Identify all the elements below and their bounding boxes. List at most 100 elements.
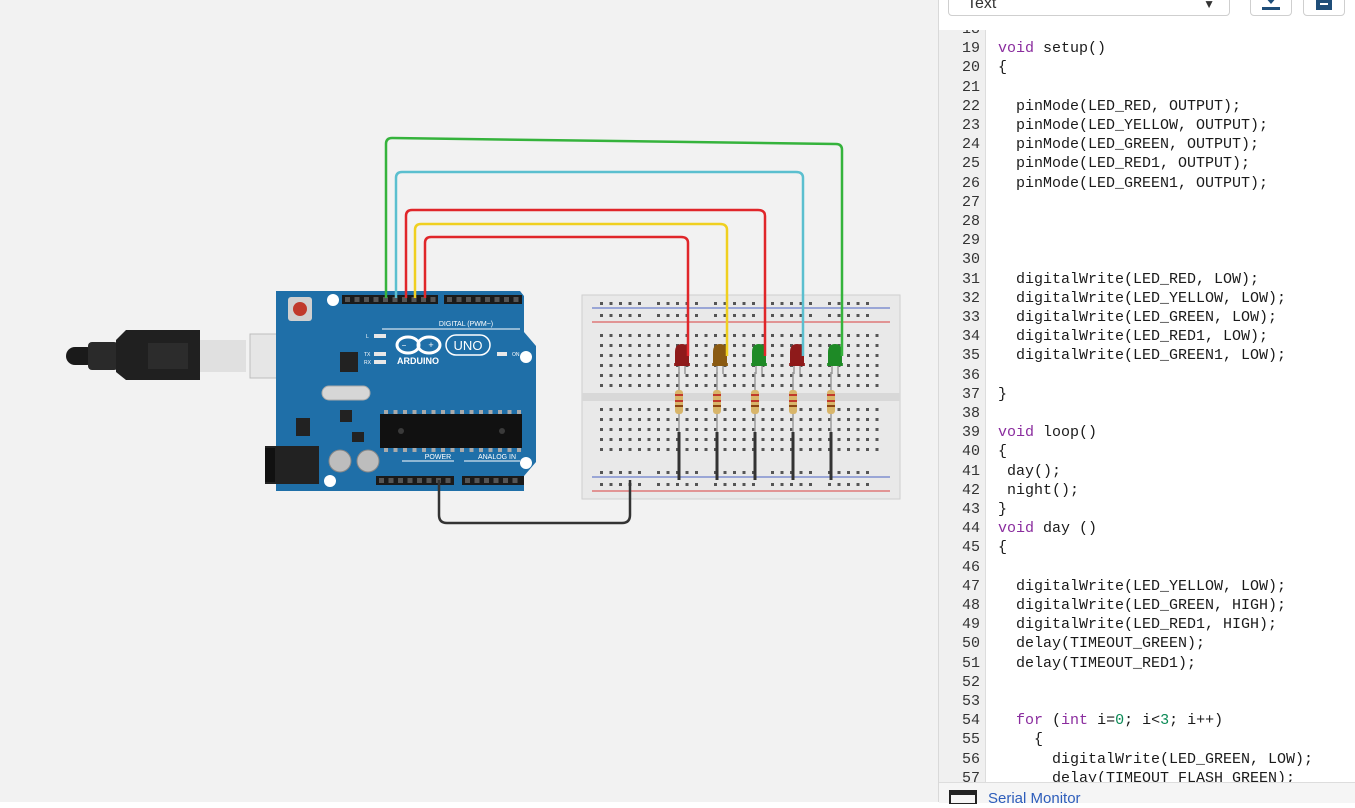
code-line[interactable]: 54 for (int i=0; i<3; i++) [939, 711, 1355, 730]
code-line[interactable]: 47 digitalWrite(LED_YELLOW, LOW); [939, 577, 1355, 596]
code-line[interactable]: 53 [939, 692, 1355, 711]
code-line[interactable]: 18 [939, 30, 1355, 39]
code-text: void setup() [998, 40, 1107, 58]
code-line[interactable]: 33 digitalWrite(LED_GREEN, LOW); [939, 308, 1355, 327]
line-number: 22 [961, 97, 980, 115]
circuit-diagram[interactable]: DIGITAL (PWM~) − + ARDUINO UNO ON L TX R… [0, 0, 938, 802]
line-number: 28 [961, 213, 980, 230]
serial-monitor-icon [949, 790, 977, 804]
upload-button[interactable] [1303, 0, 1345, 16]
serial-monitor-button[interactable]: Serial Monitor [988, 790, 1081, 807]
line-number: 34 [961, 328, 980, 346]
code-toolbar: Text ▼ [939, 0, 1355, 30]
code-text: day(); [998, 462, 1062, 480]
code-line[interactable]: 34 digitalWrite(LED_RED1, LOW); [939, 327, 1355, 346]
line-number: 23 [961, 117, 980, 134]
digital-header[interactable] [342, 295, 522, 304]
code-line[interactable]: 20{ [939, 58, 1355, 77]
code-line[interactable]: 26 pinMode(LED_GREEN1, OUTPUT); [939, 174, 1355, 193]
code-line[interactable]: 25 pinMode(LED_RED1, OUTPUT); [939, 154, 1355, 173]
led-green1[interactable] [827, 344, 843, 374]
arduino-uno-board[interactable]: DIGITAL (PWM~) − + ARDUINO UNO ON L TX R… [265, 291, 536, 491]
code-line[interactable]: 29 [939, 231, 1355, 250]
power-header[interactable] [376, 476, 524, 485]
led-red1[interactable] [789, 344, 805, 374]
code-line[interactable]: 45{ [939, 538, 1355, 557]
code-text: { [998, 59, 1008, 77]
serial-monitor-bar[interactable]: Serial Monitor [939, 782, 1355, 807]
line-number: 53 [961, 693, 980, 710]
code-line[interactable]: 30 [939, 250, 1355, 269]
breadboard[interactable] [581, 294, 901, 500]
code-line[interactable]: 50 delay(TIMEOUT_GREEN); [939, 634, 1355, 653]
code-line[interactable]: 49 digitalWrite(LED_RED1, HIGH); [939, 615, 1355, 634]
wire-cyan [394, 170, 805, 356]
code-text: delay(TIMEOUT_RED1); [998, 654, 1197, 672]
leds[interactable] [674, 344, 843, 374]
line-number: 51 [961, 654, 980, 672]
line-number: 57 [961, 769, 980, 782]
line-number: 26 [961, 174, 980, 192]
code-line[interactable]: 46 [939, 558, 1355, 577]
power-jack [265, 446, 319, 484]
reset-button[interactable] [288, 297, 312, 321]
line-number: 52 [961, 673, 980, 691]
code-line[interactable]: 41 day(); [939, 462, 1355, 481]
ground-jumpers[interactable] [677, 432, 833, 480]
power-label: POWER [425, 454, 451, 461]
code-mode-select[interactable]: Text ▼ [948, 0, 1230, 16]
line-number: 18 [939, 30, 980, 39]
line-number: 48 [961, 597, 980, 614]
code-line[interactable]: 52 [939, 673, 1355, 692]
code-line[interactable]: 51 delay(TIMEOUT_RED1); [939, 654, 1355, 673]
code-line[interactable]: 56 digitalWrite(LED_GREEN, LOW); [939, 750, 1355, 769]
code-line[interactable]: 22 pinMode(LED_RED, OUTPUT); [939, 97, 1355, 116]
resistors[interactable] [675, 372, 835, 432]
code-line[interactable]: 36 [939, 366, 1355, 385]
code-line[interactable]: 31 digitalWrite(LED_RED, LOW); [939, 270, 1355, 289]
code-line[interactable]: 38 [939, 404, 1355, 423]
led-yellow[interactable] [712, 344, 728, 374]
code-line[interactable]: 57 delay(TIMEOUT_FLASH_GREEN); [939, 769, 1355, 782]
code-line[interactable]: 42 night(); [939, 481, 1355, 500]
code-text: digitalWrite(LED_RED1, LOW); [998, 328, 1269, 346]
line-number: 35 [961, 347, 980, 365]
code-line[interactable]: 35 digitalWrite(LED_GREEN1, LOW); [939, 346, 1355, 365]
code-text: digitalWrite(LED_YELLOW, LOW); [998, 289, 1287, 307]
digital-header-label: DIGITAL (PWM~) [439, 321, 493, 328]
code-line[interactable]: 48 digitalWrite(LED_GREEN, HIGH); [939, 596, 1355, 615]
code-line[interactable]: 27 [939, 193, 1355, 212]
led-green[interactable] [751, 344, 767, 374]
code-line[interactable]: 55 { [939, 730, 1355, 749]
code-line[interactable]: 24 pinMode(LED_GREEN, OUTPUT); [939, 135, 1355, 154]
code-line[interactable]: 32 digitalWrite(LED_YELLOW, LOW); [939, 289, 1355, 308]
analog-in-label: ANALOG IN [478, 454, 516, 461]
code-text: pinMode(LED_RED, OUTPUT); [998, 97, 1242, 115]
code-line[interactable]: 21 [939, 78, 1355, 97]
code-line[interactable]: 37} [939, 385, 1355, 404]
code-text: delay(TIMEOUT_FLASH_GREEN); [998, 769, 1296, 782]
line-number: 25 [961, 155, 980, 173]
code-line[interactable]: 23 pinMode(LED_YELLOW, OUTPUT); [939, 116, 1355, 135]
code-line[interactable]: 28 [939, 212, 1355, 231]
code-text: digitalWrite(LED_YELLOW, LOW); [998, 577, 1287, 595]
circuit-canvas[interactable]: DIGITAL (PWM~) − + ARDUINO UNO ON L TX R… [0, 0, 938, 802]
wire-red1 [404, 208, 767, 356]
wires[interactable] [384, 136, 844, 525]
svg-text:+: + [428, 340, 433, 350]
led-red[interactable] [674, 344, 690, 374]
code-line[interactable]: 40{ [939, 442, 1355, 461]
svg-text:−: − [402, 341, 407, 350]
line-number: 49 [961, 616, 980, 634]
code-text: digitalWrite(LED_GREEN1, LOW); [998, 347, 1287, 365]
code-line[interactable]: 43} [939, 500, 1355, 519]
download-button[interactable] [1250, 0, 1292, 16]
code-text: void loop() [998, 424, 1098, 442]
code-text: for (int i=0; i<3; i++) [1016, 712, 1224, 730]
code-text: { [998, 443, 1008, 461]
